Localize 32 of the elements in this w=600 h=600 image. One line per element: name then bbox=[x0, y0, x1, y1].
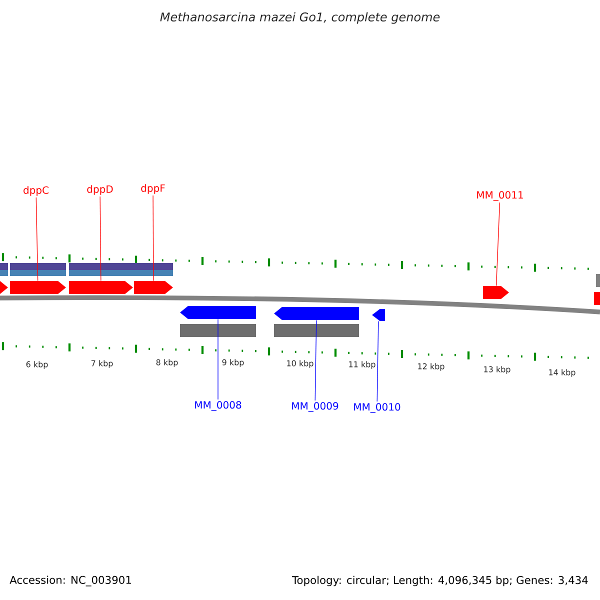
leader-line bbox=[152, 195, 154, 282]
scale-label: 13 kbp bbox=[484, 366, 510, 374]
gene-feature bbox=[483, 286, 509, 299]
gene-label: MM_0009 bbox=[292, 402, 338, 412]
gene-feature bbox=[10, 281, 66, 294]
leader-line bbox=[100, 196, 102, 282]
title: Methanosarcina mazei Go1, complete genome bbox=[160, 12, 440, 24]
gene-label: dppF bbox=[141, 184, 165, 194]
leader-line bbox=[36, 197, 38, 282]
scale-label: 11 kbp bbox=[349, 361, 376, 369]
scale-label: 6 kbp bbox=[26, 361, 48, 369]
scale-label: 10 kbp bbox=[287, 360, 314, 368]
gene-label: MM_0011 bbox=[477, 191, 523, 201]
scale-label: 9 kbp bbox=[222, 359, 244, 367]
scale-label: 12 kbp bbox=[418, 363, 444, 371]
leader-line bbox=[376, 320, 379, 402]
gene-feature bbox=[180, 306, 256, 319]
gene-feature bbox=[274, 307, 359, 320]
leader-line bbox=[314, 320, 317, 401]
scale-label: 14 kbp bbox=[549, 369, 576, 377]
gene-label: dppC bbox=[24, 186, 48, 196]
scale-label: 7 kbp bbox=[91, 360, 113, 368]
gene-label: MM_0008 bbox=[195, 401, 242, 411]
leader-line bbox=[496, 202, 500, 286]
info-text: Topology: circular; Length: 4,096,345 bp; Genes: 3,434 bbox=[292, 576, 588, 586]
gene-feature bbox=[134, 281, 173, 294]
info-text: Accession: NC_003901 bbox=[10, 576, 131, 586]
gene-label: dppD bbox=[87, 185, 113, 195]
gene-feature bbox=[372, 309, 385, 321]
gene-feature bbox=[69, 281, 133, 294]
scale-label: 8 kbp bbox=[156, 359, 178, 367]
gene-label: MM_0010 bbox=[354, 403, 400, 413]
